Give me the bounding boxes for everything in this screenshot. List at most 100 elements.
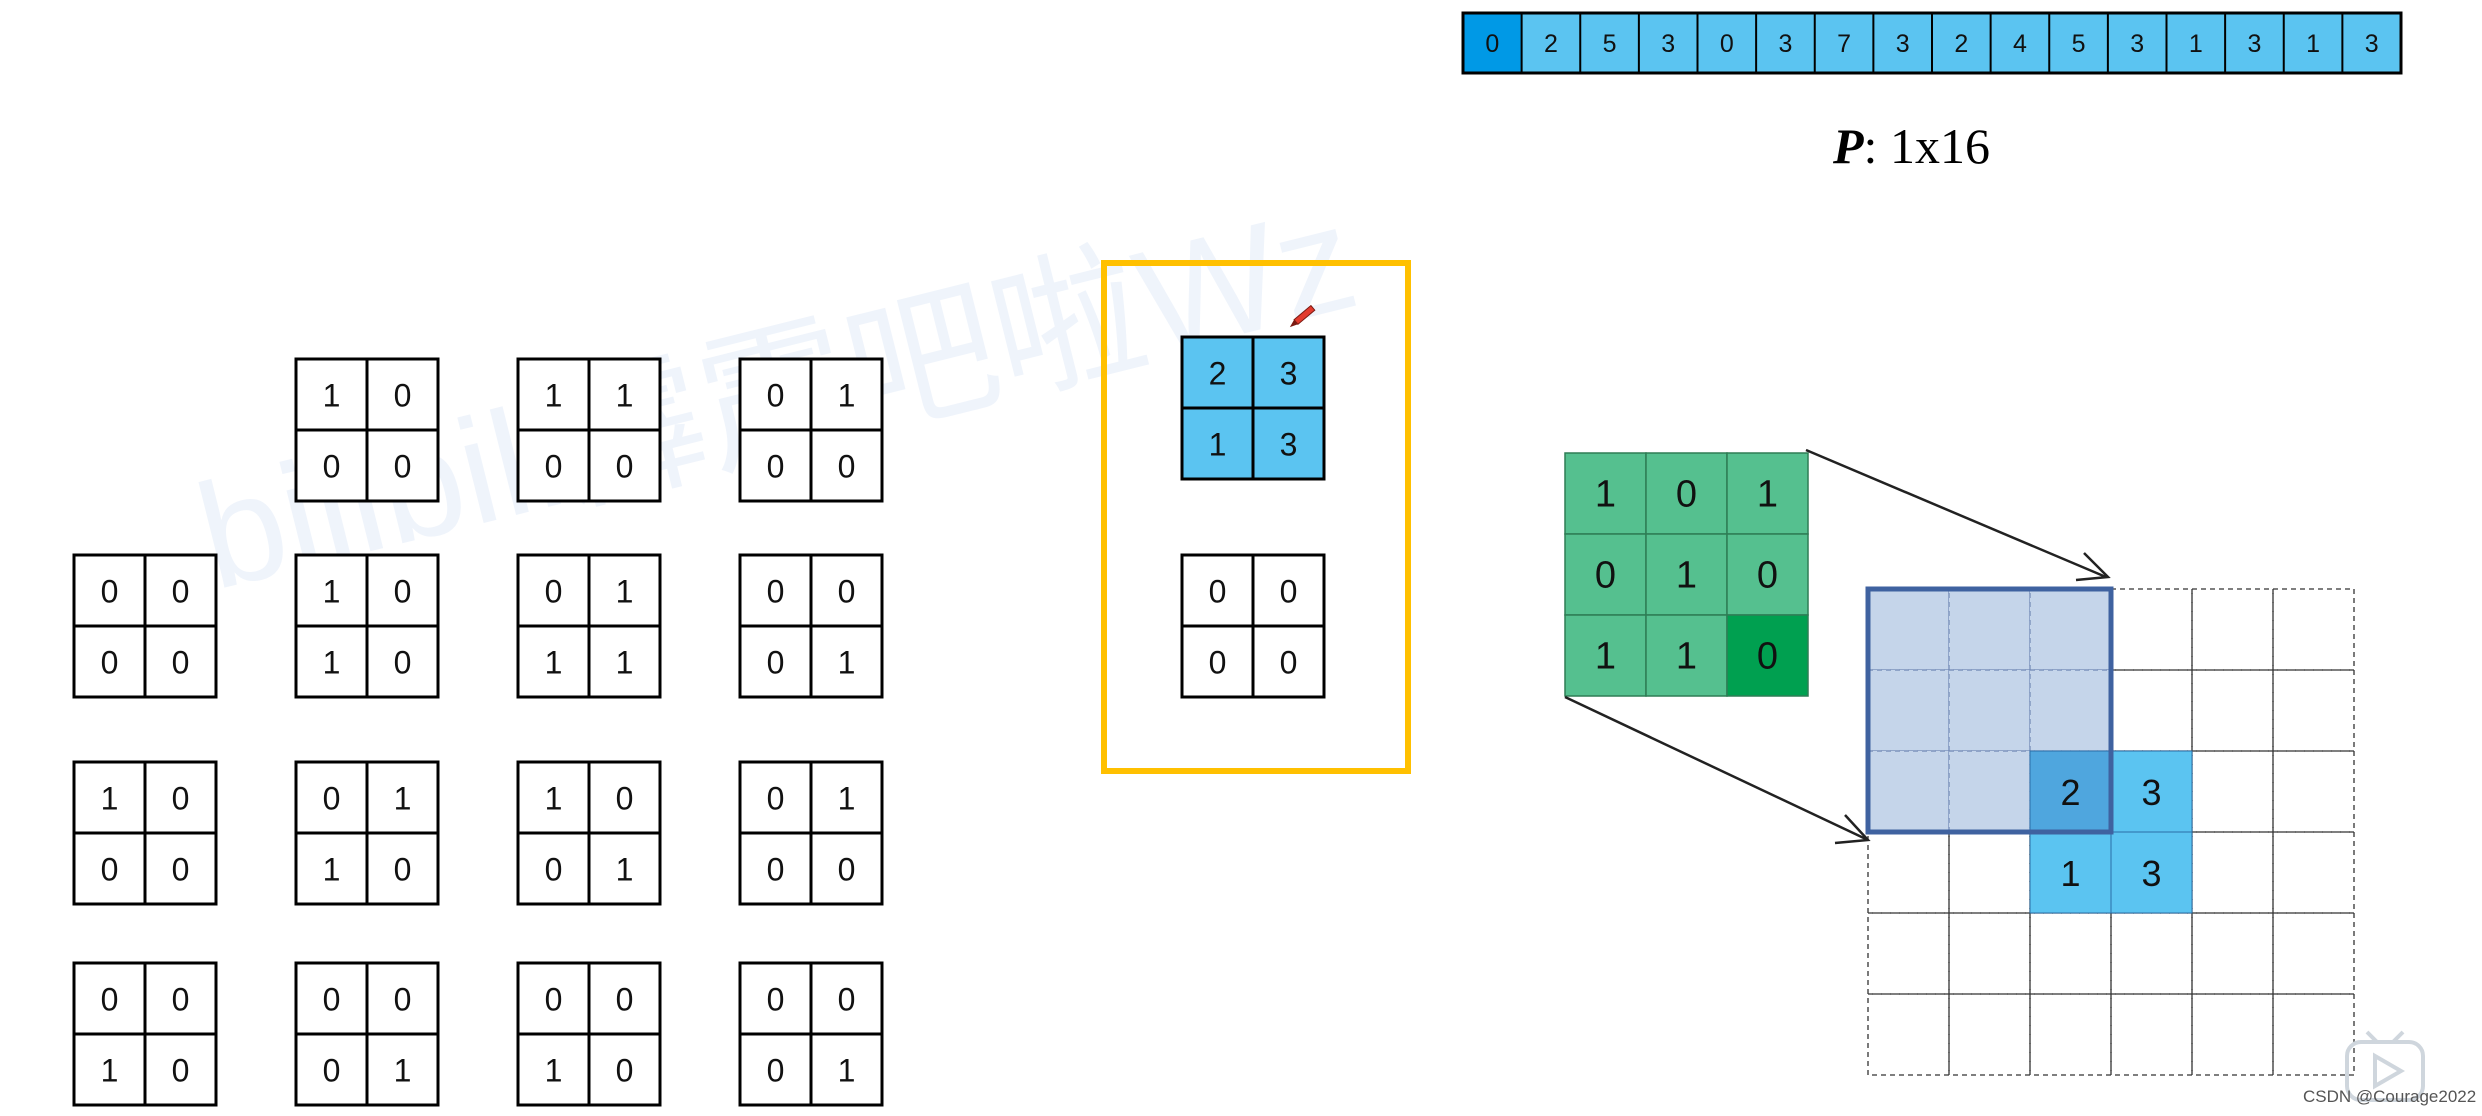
matrix-cell	[809, 624, 884, 699]
matrix-cell-value: 0	[323, 1053, 341, 1089]
kernel-value: 0	[1595, 555, 1616, 597]
matrix-cell-value: 0	[767, 852, 785, 888]
p-symbol: P	[1832, 118, 1864, 174]
grid-cell	[2029, 912, 2112, 995]
matrix-cell	[1251, 406, 1326, 481]
matrix-cell	[294, 760, 369, 835]
grid-cell	[2110, 669, 2193, 752]
grid-cell	[2110, 993, 2193, 1076]
pen-cursor-icon	[1289, 304, 1316, 328]
kernel-cell	[1645, 614, 1728, 697]
matrix-cell-value: 1	[838, 378, 856, 414]
matrix-cell-value: 1	[545, 378, 563, 414]
matrix-cell-value: 1	[545, 781, 563, 817]
matrix-cell-value: 0	[172, 982, 190, 1018]
grid-cell	[2191, 669, 2274, 752]
grid-blue-cell	[2029, 750, 2112, 833]
grid-blue-value: 1	[2060, 853, 2080, 894]
matrix-cell	[143, 624, 218, 699]
matrix-cell-value: 1	[838, 781, 856, 817]
kernel-value: 1	[1595, 636, 1616, 678]
matrix-cell-value: 0	[838, 574, 856, 610]
matrix-cell-value: 3	[1280, 356, 1298, 392]
matrix-cell-value: 0	[767, 378, 785, 414]
matrix-cell-value: 0	[616, 781, 634, 817]
matrix-cell-value: 0	[323, 982, 341, 1018]
projection-arrows	[1564, 448, 2111, 845]
matrix-cell-value: 0	[101, 982, 119, 1018]
grid-cell	[2272, 588, 2355, 671]
p-vector-cell: 3	[1778, 30, 1792, 58]
grid-cell	[2272, 912, 2355, 995]
matrix-cell	[738, 760, 813, 835]
matrix-cell	[809, 1032, 884, 1107]
matrix-cell-value: 1	[545, 645, 563, 681]
grid-cell	[2110, 588, 2193, 671]
matrix-cell-value: 1	[616, 574, 634, 610]
p-vector-cell: 3	[2365, 30, 2379, 58]
matrix-cell	[365, 428, 440, 503]
arrow-lower	[1564, 695, 1869, 842]
grid-cell	[1948, 831, 2031, 914]
matrix-cell-value: 1	[101, 781, 119, 817]
matrix-cell-value: 0	[172, 574, 190, 610]
matrix-cell	[365, 760, 440, 835]
receptive-field-border	[1865, 586, 2114, 835]
p-vector-border	[1461, 11, 2403, 75]
matrix-cell-value: 1	[616, 378, 634, 414]
matrix-cell	[1251, 553, 1326, 628]
matrix-cell-value: 0	[838, 982, 856, 1018]
kernel-value: 1	[1676, 636, 1697, 678]
matrix-cell-value: 1	[323, 645, 341, 681]
matrix-cell-value: 0	[767, 781, 785, 817]
grid-cell	[1867, 831, 1950, 914]
matrix-cell	[587, 760, 662, 835]
grid-cell	[2272, 831, 2355, 914]
matrix-cell	[294, 1032, 369, 1107]
grid-cell	[2272, 750, 2355, 833]
matrix-cell	[738, 1032, 813, 1107]
p-vector-cell: 5	[1603, 30, 1617, 58]
matrix-cell-value: 0	[394, 982, 412, 1018]
receptive-field-cell	[1867, 588, 1950, 671]
grid-cell	[2110, 912, 2193, 995]
kernel-cell	[1564, 533, 1647, 616]
matrix-cell-value: 0	[616, 1053, 634, 1089]
matrix-cell-value: 1	[323, 378, 341, 414]
grid-blue-cell	[2110, 750, 2193, 833]
matrix-cell	[587, 961, 662, 1036]
grid-blue-value: 2	[2060, 772, 2080, 813]
matrix-cell	[365, 624, 440, 699]
matrix-cell	[72, 961, 147, 1036]
matrix-cell	[294, 553, 369, 628]
matrix-cell-value: 0	[101, 645, 119, 681]
p-vector-cell: 0	[1720, 30, 1734, 58]
highlight-box	[1101, 260, 1411, 774]
matrix-cell-value: 0	[172, 645, 190, 681]
matrix-cell	[809, 831, 884, 906]
kernel-value: 0	[1757, 555, 1778, 597]
matrix-cell	[516, 760, 591, 835]
matrix-cell	[809, 961, 884, 1036]
p-vector-cell: 4	[2013, 30, 2027, 58]
matrix-cell-value: 0	[767, 1053, 785, 1089]
matrix-cell-value: 0	[545, 574, 563, 610]
matrix-cell	[738, 624, 813, 699]
matrix-cell	[143, 553, 218, 628]
matrix-cell-value: 0	[394, 574, 412, 610]
matrix-cell	[587, 624, 662, 699]
grid-blue-value: 3	[2141, 853, 2161, 894]
matrix-cell	[365, 357, 440, 432]
kernel-value: 0	[1757, 636, 1778, 678]
kernel-cell	[1564, 614, 1647, 697]
p-vector-cell: 3	[1661, 30, 1675, 58]
